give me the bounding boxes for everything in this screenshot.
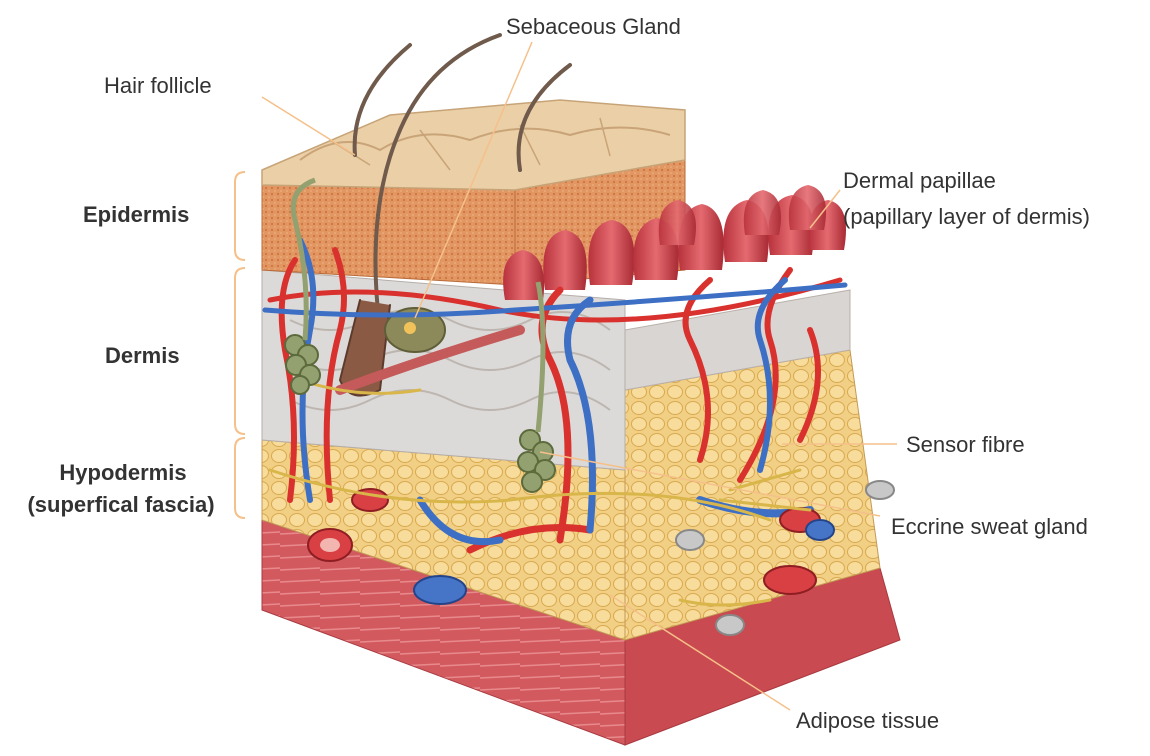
epidermis-label: Epidermis (83, 202, 189, 228)
eccrine-sweat-gland-label: Eccrine sweat gland (891, 514, 1088, 540)
layer-brackets (235, 172, 245, 518)
dermal-papillae-label: Dermal papillae (843, 168, 996, 194)
hypodermis-label: Hypodermis (20, 460, 226, 486)
adipose-tissue-label: Adipose tissue (796, 708, 939, 734)
hair-follicle-label: Hair follicle (104, 73, 212, 99)
dermis-label: Dermis (105, 343, 180, 369)
dermal-papillae-sublabel: (papillary layer of dermis) (843, 204, 1090, 230)
sensor-fibre-label: Sensor fibre (906, 432, 1025, 458)
sebaceous-gland-label: Sebaceous Gland (506, 14, 681, 40)
hypodermis-sublabel: (superfical fascia) (8, 492, 234, 518)
